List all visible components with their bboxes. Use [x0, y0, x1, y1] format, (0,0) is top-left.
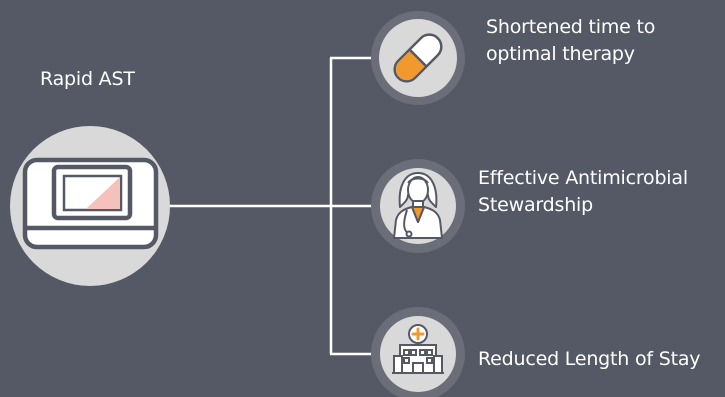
benefit-label-stewardship: Effective Antimicrobial Stewardship: [478, 165, 688, 219]
benefit-label-line: Shortened time to: [486, 16, 656, 38]
connector-lines: [155, 56, 384, 356]
benefit-label-length-of-stay: Reduced Length of Stay: [478, 346, 701, 373]
benefit-label-line: optimal therapy: [486, 43, 635, 65]
benefit-label-shortened-time: Shortened time to optimal therapy: [486, 14, 655, 68]
source-label: Rapid AST: [40, 68, 135, 90]
benefit-label-line: Reduced Length of Stay: [478, 348, 701, 370]
doctor-icon: [371, 159, 465, 253]
benefit-label-line: Stewardship: [478, 194, 594, 216]
hospital-icon: [371, 307, 465, 397]
ast-instrument-icon: [10, 126, 170, 286]
pill-capsule-icon: [371, 11, 465, 105]
benefit-label-line: Effective Antimicrobial: [478, 167, 688, 189]
